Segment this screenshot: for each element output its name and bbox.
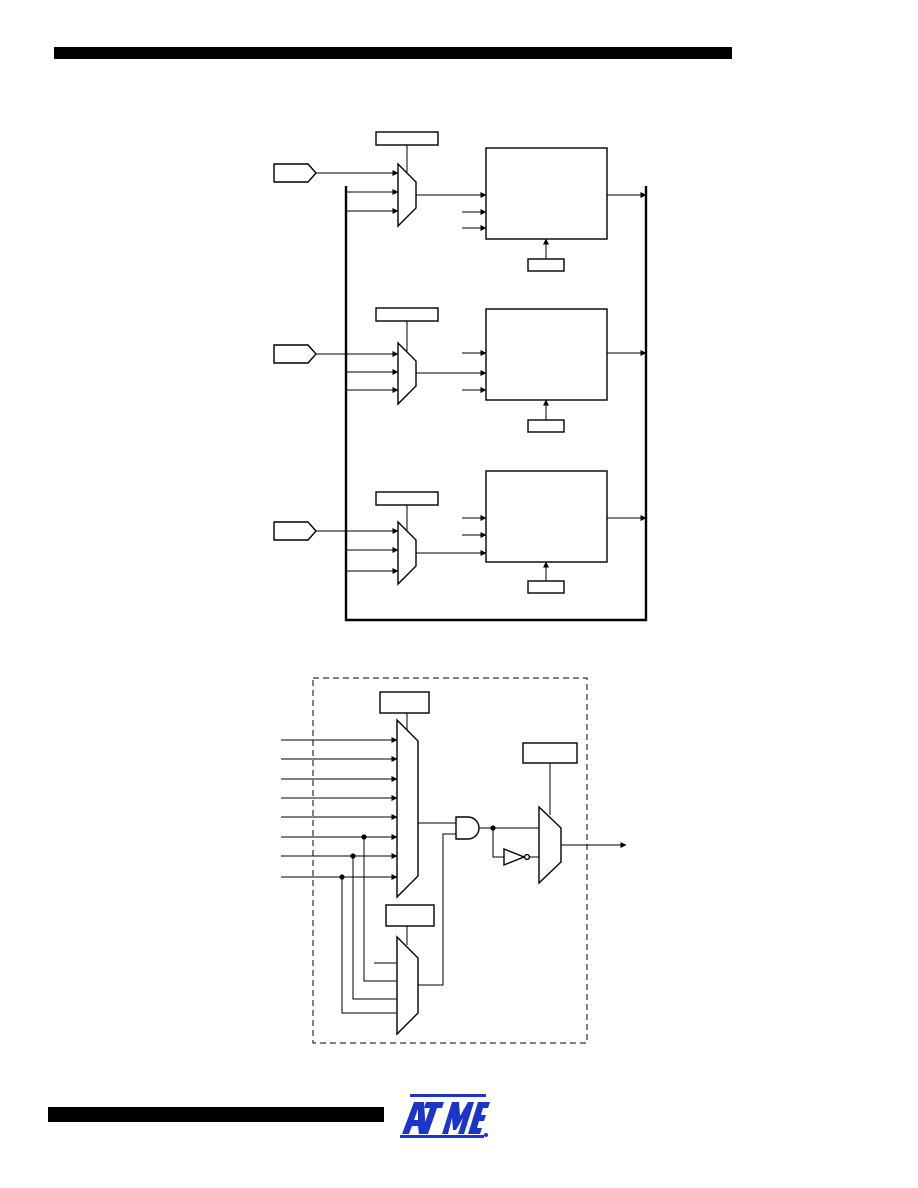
channel-1-input-pin [273, 163, 317, 183]
channel-3-multiplexer [397, 520, 417, 586]
main-mux-select-register [379, 691, 430, 714]
polarity-multiplexer [538, 805, 562, 885]
inverter-bubble [523, 853, 531, 861]
and-gate [455, 816, 480, 840]
main-mux-inputs [281, 737, 398, 880]
channel-3-function-block [485, 470, 608, 563]
polarity-select-register [522, 742, 578, 764]
footer-rule [48, 1107, 384, 1122]
channel-2 [273, 307, 647, 433]
logic-block-boundary [312, 677, 588, 1044]
channel-1-function-block [485, 147, 608, 240]
secondary-multiplexer [396, 935, 419, 1036]
atmel-logo [400, 1094, 490, 1138]
header-rule [54, 47, 732, 59]
common-bus-frame [344, 186, 648, 622]
main-multiplexer [396, 718, 419, 899]
channel-1 [273, 131, 647, 272]
channel-2-input-pin [273, 344, 317, 364]
inverter [503, 847, 526, 867]
channel-3 [273, 470, 647, 594]
secondary-mux-select-register [385, 904, 435, 927]
channel-3-input-pin [273, 521, 317, 541]
channel-1-multiplexer [397, 162, 417, 228]
channel-2-multiplexer [397, 341, 417, 406]
